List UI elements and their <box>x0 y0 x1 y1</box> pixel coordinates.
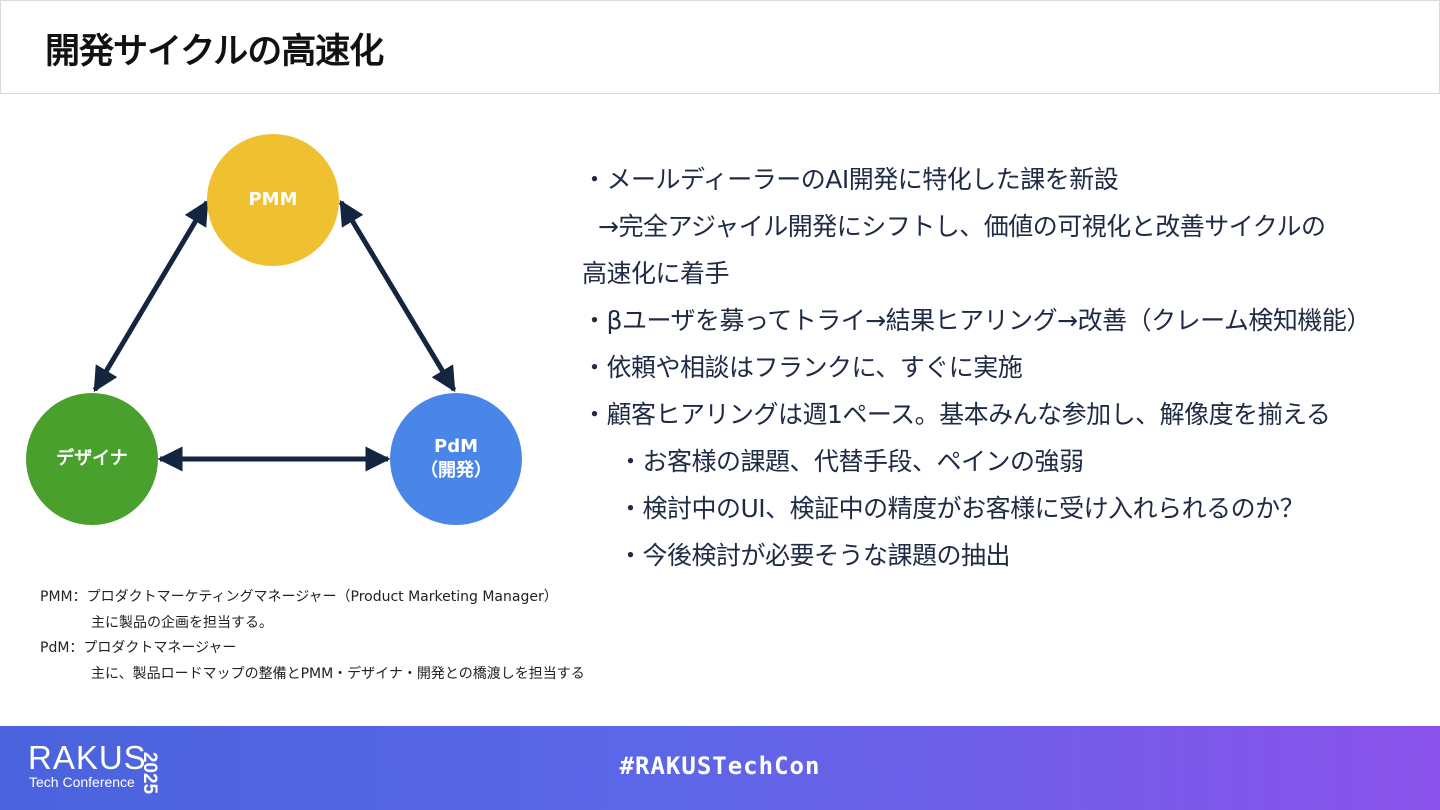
bullet-list: ・メールディーラーのAI開発に特化した課を新設 →完全アジャイル開発にシフトし、… <box>582 156 1422 579</box>
sub-bullet-item: ・お客様の課題、代替手段、ペインの強弱 <box>618 447 1084 476</box>
note-pdm-description: 主に、製品ロードマップの整備とPMM・デザイナ・開発との橋渡しを担当する <box>91 665 585 682</box>
note-pmm-definition: PMM：プロダクトマーケティングマネージャー（Product Marketing… <box>40 589 558 605</box>
node-pmm-label: PMM <box>248 189 298 210</box>
role-cycle-diagram: PMM デザイナ PdM （開発） <box>0 120 560 540</box>
bullet-item: ・顧客ヒアリングは週1ペース。基本みんな参加し、解像度を揃える <box>582 400 1331 429</box>
node-pdm: PdM （開発） <box>390 393 522 525</box>
bullet-item: ・依頼や相談はフランクに、すぐに実施 <box>582 353 1023 382</box>
node-pdm-label: PdM <box>434 436 478 457</box>
glossary-notes: PMM：プロダクトマーケティングマネージャー（Product Marketing… <box>40 585 585 687</box>
bullet-item: ・βユーザを募ってトライ→結果ヒアリング→改善（クレーム検知機能） <box>582 306 1371 335</box>
node-pdm-sublabel: （開発） <box>420 460 492 481</box>
footer-banner: RAKUS Tech Conference 2025 #RAKUSTechCon <box>0 726 1440 810</box>
sub-bullet-item: ・今後検討が必要そうな課題の抽出 <box>618 541 1011 570</box>
node-designer: デザイナ <box>26 393 158 525</box>
bullet-item: ・メールディーラーのAI開発に特化した課を新設 <box>582 165 1119 194</box>
bullet-item: 高速化に着手 <box>582 259 730 288</box>
cycle-arrows <box>92 199 457 472</box>
title-bar: 開発サイクルの高速化 <box>0 0 1440 94</box>
arrow-pmm-pdm <box>338 199 457 393</box>
sub-bullet-item: ・検討中のUI、検証中の精度がお客様に受け入れられるのか？ <box>618 494 1305 523</box>
node-pmm: PMM <box>207 134 339 266</box>
page-title: 開発サイクルの高速化 <box>45 32 384 72</box>
arrow-pmm-designer <box>92 199 210 393</box>
node-designer-label: デザイナ <box>56 448 128 469</box>
event-hashtag: #RAKUSTechCon <box>619 752 821 780</box>
bullet-item: →完全アジャイル開発にシフトし、価値の可視化と改善サイクルの <box>598 212 1326 241</box>
rakus-logo: RAKUS <box>28 739 147 776</box>
note-pmm-description: 主に製品の企画を担当する。 <box>91 614 273 631</box>
logo-subtitle: Tech Conference <box>29 774 135 790</box>
note-pdm-definition: PdM：プロダクトマネージャー <box>40 640 237 656</box>
